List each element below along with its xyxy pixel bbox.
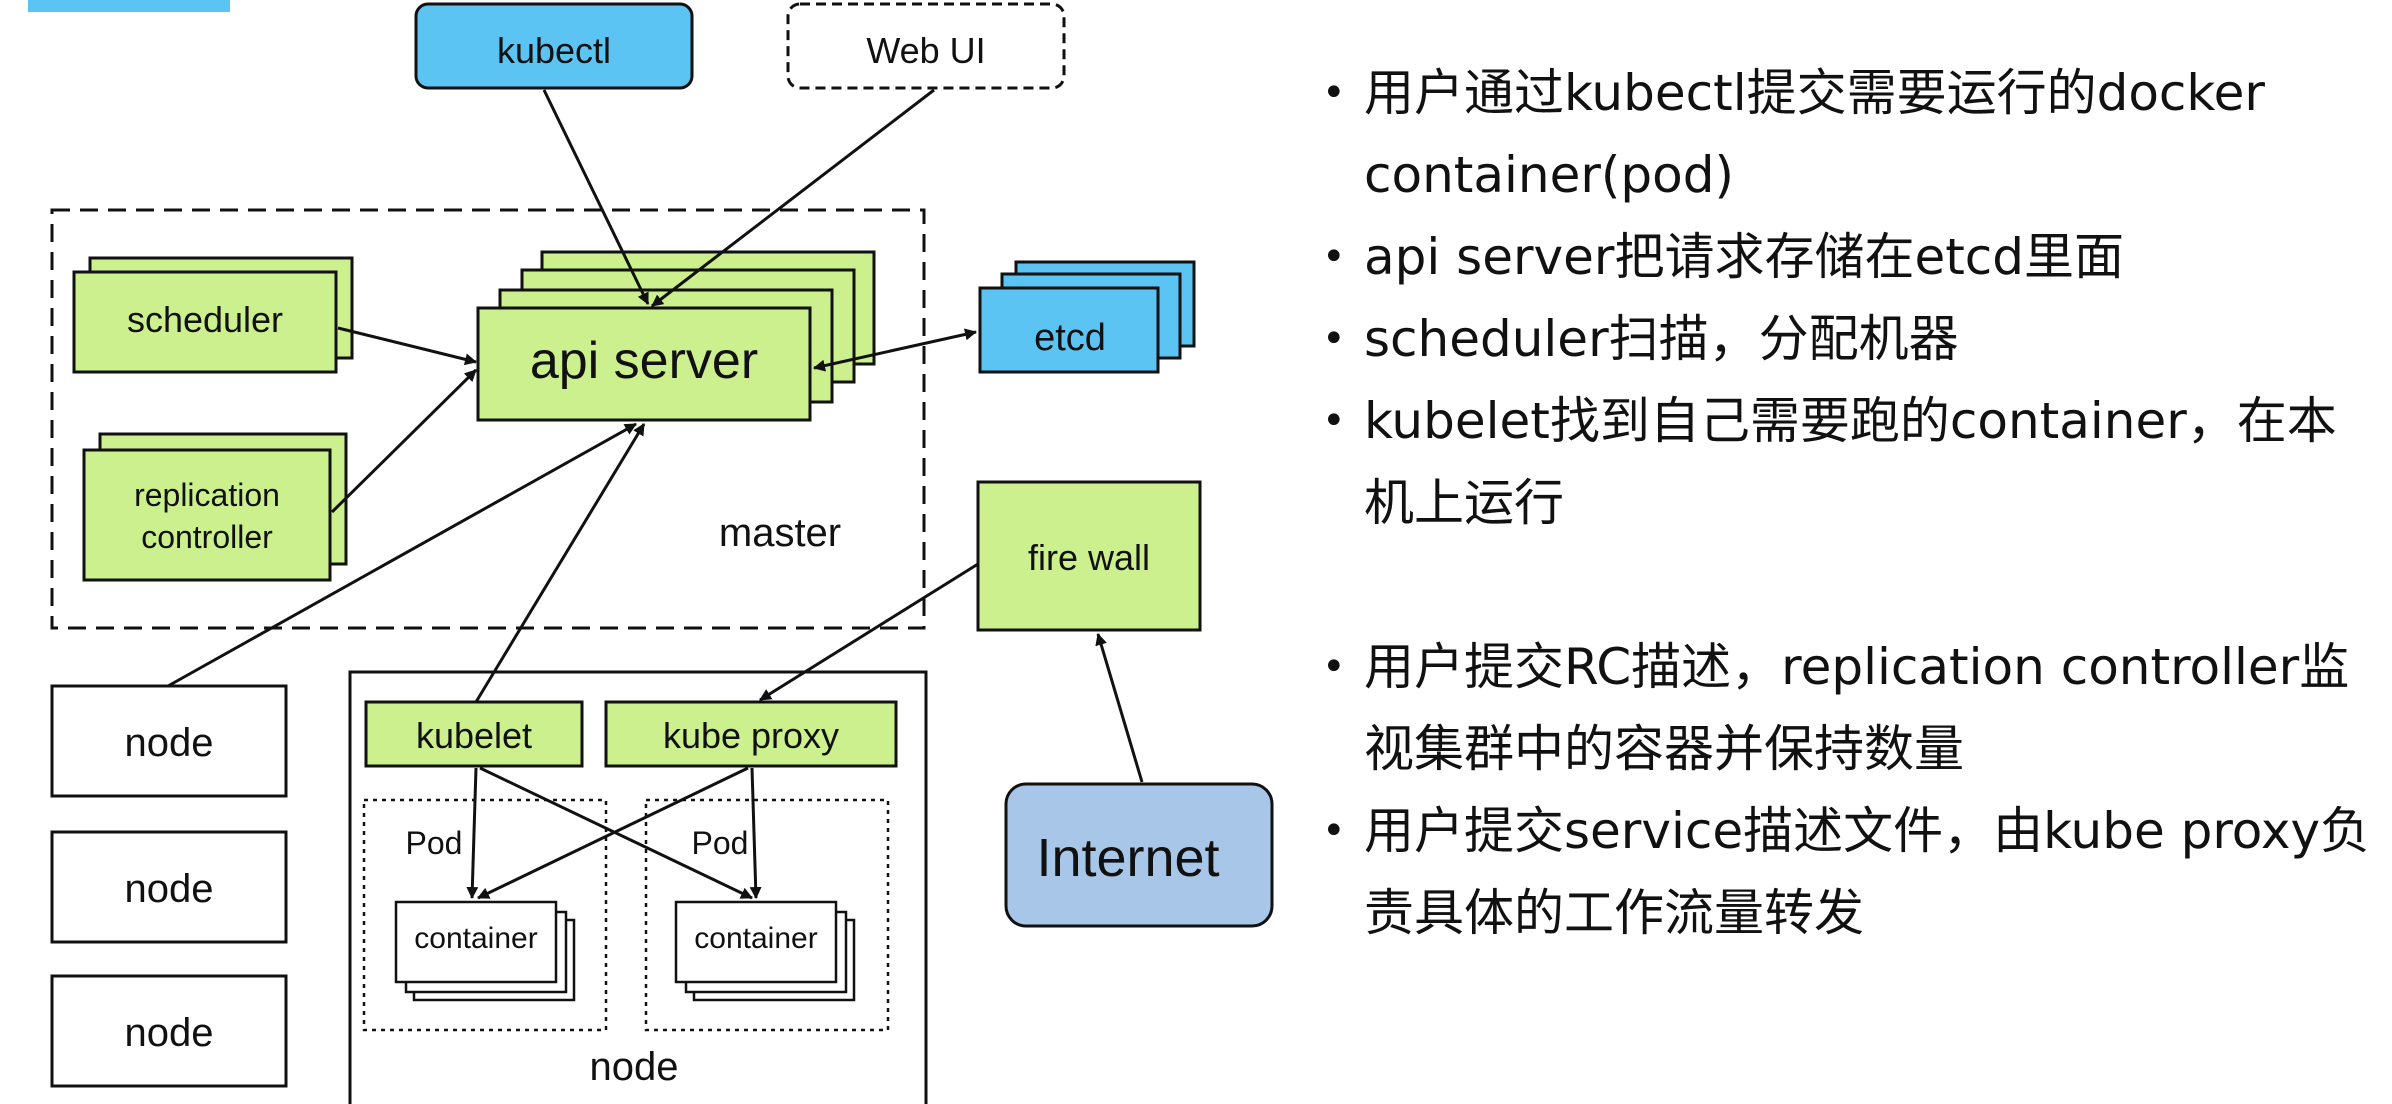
kubelet-label: kubelet — [416, 715, 532, 756]
etcd-label: etcd — [1034, 317, 1106, 359]
arrow-kubectl-to-api — [542, 89, 650, 305]
kubectl-box — [414, 2, 694, 90]
arrow-internet-to-firewall — [1095, 633, 1144, 783]
pod-frame-2 — [644, 798, 890, 1032]
pod-frame-1 — [362, 798, 608, 1032]
bullet-item: api server把请求存储在etcd里面 — [1318, 216, 2378, 298]
master-label: master — [719, 511, 841, 555]
kubectl-label: kubectl — [497, 30, 611, 71]
node-label-1: node — [125, 721, 214, 765]
arrow-webui-to-api — [651, 88, 935, 308]
internet-label: Internet — [1036, 828, 1219, 888]
bullet-item: 用户提交RC描述，replication controller监视集群中的容器并… — [1318, 626, 2378, 790]
container-box-1 — [394, 900, 558, 984]
pod-label-1: Pod — [406, 825, 463, 861]
container-box-2 — [674, 900, 838, 984]
api-server-box — [476, 306, 812, 422]
kube-proxy-box — [604, 700, 898, 768]
container-label-2: container — [694, 922, 817, 955]
node-box-2 — [50, 830, 288, 944]
replication-controller-label-line1: replication — [134, 477, 280, 513]
bullet-item: 用户通过kubectl提交需要运行的docker container(pod) — [1318, 52, 2378, 216]
arrow-api-etcd — [813, 328, 977, 372]
web-ui-label: Web UI — [866, 30, 985, 71]
arrow-kubelet-to-api — [474, 423, 646, 703]
api-server-label: api server — [530, 332, 758, 390]
bullet-item: kubelet找到自己需要跑的container，在本机上运行 — [1318, 380, 2378, 544]
kube-proxy-label: kube proxy — [663, 715, 839, 756]
node-label-3: node — [125, 1011, 214, 1055]
node-label-2: node — [125, 867, 214, 911]
replication-controller-label-line2: controller — [141, 519, 273, 555]
scheduler-label: scheduler — [127, 299, 283, 340]
explanation-bullets: 用户通过kubectl提交需要运行的docker container(pod) … — [1318, 52, 2378, 954]
pod-label-2: Pod — [692, 825, 749, 861]
bullet-item: scheduler扫描，分配机器 — [1318, 298, 2378, 380]
fire-wall-box — [976, 480, 1202, 632]
kubelet-box — [364, 700, 584, 768]
kubernetes-architecture-diagram: master kubectl Web UI scheduler api serv… — [28, 0, 1274, 1104]
master-frame — [50, 208, 926, 630]
arrow-kubeproxy-to-container1 — [477, 766, 749, 900]
line-node1-to-api — [167, 422, 637, 688]
arrow-kubeproxy-to-container2 — [749, 767, 762, 899]
web-ui-box — [786, 2, 1066, 90]
arrow-replication-to-api — [330, 368, 478, 514]
arrow-scheduler-to-api — [337, 326, 477, 366]
node-frame-label: node — [590, 1045, 679, 1089]
scheduler-box — [72, 270, 338, 374]
container-label-1: container — [414, 922, 537, 955]
internet-box — [1004, 782, 1274, 928]
etcd-box — [978, 286, 1160, 374]
fire-wall-label: fire wall — [1028, 537, 1150, 578]
replication-controller-box — [82, 448, 332, 582]
node-box-3 — [50, 974, 288, 1088]
arrow-kubelet-to-container1 — [466, 767, 479, 899]
arrow-firewall-to-kubeproxy — [759, 562, 979, 702]
accent-bar — [28, 0, 230, 12]
bullet-item: 用户提交service描述文件，由kube proxy负责具体的工作流量转发 — [1318, 790, 2378, 954]
